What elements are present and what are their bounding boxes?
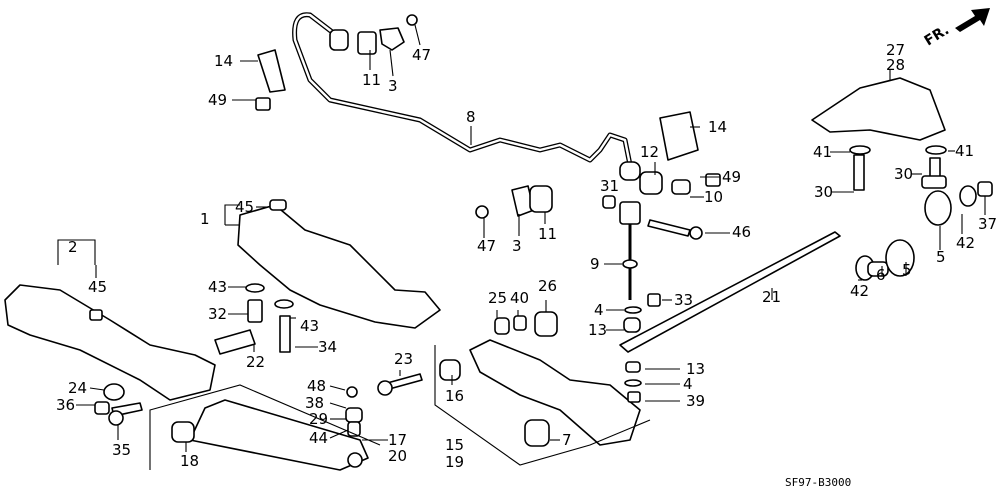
callout-19: 19: [445, 453, 464, 471]
callout-15: 15: [445, 436, 464, 454]
callout-2: 2: [68, 238, 78, 256]
stabilizer-link: [602, 195, 703, 333]
callout-leader-line: [389, 49, 394, 77]
callout-6: 6: [876, 266, 886, 284]
callout-49: 49: [722, 168, 741, 186]
callout-13: 13: [588, 321, 607, 339]
callout-47: 47: [477, 237, 496, 255]
callout-30: 30: [894, 165, 913, 183]
callout-12: 12: [640, 143, 659, 161]
callout-9: 9: [590, 255, 600, 273]
callout-47: 47: [412, 46, 431, 64]
callout-leader-line: [329, 429, 349, 439]
callout-11: 11: [538, 225, 557, 243]
callout-leader-line: [329, 402, 347, 409]
bar-bushings-top: [255, 14, 721, 219]
callout-49: 49: [208, 91, 227, 109]
callout-45: 45: [235, 198, 254, 216]
callout-30: 30: [814, 183, 833, 201]
callout-40: 40: [510, 289, 529, 307]
front-label: FR.: [922, 22, 952, 49]
callout-28: 28: [886, 56, 905, 74]
callout-36: 36: [56, 396, 75, 414]
callout-22: 22: [246, 353, 265, 371]
callout-16: 16: [445, 387, 464, 405]
callout-39: 39: [686, 392, 705, 410]
group-brackets: [57, 70, 891, 470]
callout-18: 18: [180, 452, 199, 470]
callout-17: 17: [388, 431, 407, 449]
radius-rod: [619, 181, 993, 353]
radius-rod-bracket: [811, 77, 947, 191]
callout-14: 14: [708, 118, 727, 136]
callout-5: 5: [902, 261, 912, 279]
callout-46: 46: [732, 223, 751, 241]
callout-33: 33: [674, 291, 693, 309]
callout-45: 45: [88, 278, 107, 296]
callout-35: 35: [112, 441, 131, 459]
callout-5: 5: [936, 248, 946, 266]
callout-3: 3: [512, 237, 522, 255]
callout-leader-line: [414, 24, 421, 46]
callout-14: 14: [214, 52, 233, 70]
callout-26: 26: [538, 277, 557, 295]
subframe-front: [214, 199, 441, 355]
callout-43: 43: [300, 317, 319, 335]
callout-20: 20: [388, 447, 407, 465]
callout-4: 4: [683, 375, 693, 393]
callout-38: 38: [305, 394, 324, 412]
front-direction-indicator: FR.: [922, 8, 990, 49]
callout-13: 13: [686, 360, 705, 378]
callout-42: 42: [956, 234, 975, 252]
callout-11: 11: [362, 71, 381, 89]
callout-41: 41: [955, 142, 974, 160]
callout-10: 10: [704, 188, 723, 206]
lower-arm-a: [171, 373, 423, 471]
callout-32: 32: [208, 305, 227, 323]
subframe-rear: [4, 284, 216, 426]
callout-1: 1: [200, 210, 210, 228]
callout-34: 34: [318, 338, 337, 356]
diagram-code: SF97-B3000: [785, 476, 851, 489]
callout-3: 3: [388, 77, 398, 95]
callout-leader-line: [89, 387, 105, 391]
callout-21: 21: [762, 288, 781, 306]
callout-23: 23: [394, 350, 413, 368]
callout-4: 4: [594, 301, 604, 319]
stabilizer-bar: [292, 12, 633, 168]
callout-24: 24: [68, 379, 87, 397]
callout-37: 37: [978, 215, 997, 233]
callout-27: 27: [886, 41, 905, 59]
callout-31: 31: [600, 177, 619, 195]
callout-44: 44: [309, 429, 328, 447]
callout-42: 42: [850, 282, 869, 300]
callout-41: 41: [813, 143, 832, 161]
callout-25: 25: [488, 289, 507, 307]
arrow-up-right-icon: [955, 8, 990, 32]
callout-43: 43: [208, 278, 227, 296]
callout-29: 29: [309, 410, 328, 428]
callout-7: 7: [562, 431, 572, 449]
callout-leader-line: [329, 385, 346, 391]
callout-48: 48: [307, 377, 326, 395]
lower-arm-b: [439, 311, 642, 447]
callout-8: 8: [466, 108, 476, 126]
